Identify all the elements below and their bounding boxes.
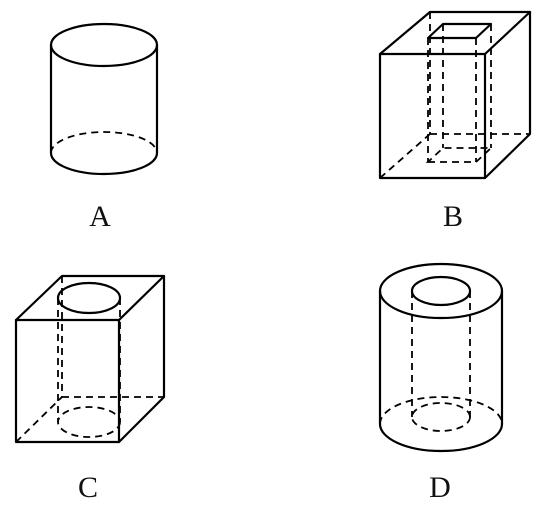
option-d-label: D [429,471,451,504]
option-c-cube-round-hole [14,274,166,444]
round-hole-bottom-hidden [57,406,121,438]
option-d-hollow-cylinder [378,262,504,453]
option-a-label: A [89,200,111,233]
outer-cylinder-bottom-back-arc-hidden [379,396,503,425]
square-hole-top [426,22,493,40]
option-b-cube-square-hole [378,10,532,180]
cylinder-top-ellipse [49,22,159,68]
square-hole-bottom-hidden [425,147,494,163]
cube-hidden-bottom-left [15,396,63,443]
cube-front-face [14,318,121,444]
cube-hidden-bottom-left [379,133,431,179]
option-b-label: B [443,200,463,233]
cylinder-bottom-back-arc-hidden [50,131,158,154]
outer-cylinder-bottom-front-arc [378,422,504,453]
option-c-label: C [78,471,98,504]
round-hole-top [56,281,122,315]
option-a-cylinder [49,22,159,176]
outer-cylinder-top [378,262,504,320]
inner-hole-bottom-hidden [411,402,471,432]
inner-hole-top [410,275,472,307]
cube-top-face [14,274,166,322]
cylinder-bottom-front-arc [49,151,159,176]
cube-front-face [378,52,487,180]
cube-right-face [117,274,166,444]
cube-top-face [378,10,532,56]
